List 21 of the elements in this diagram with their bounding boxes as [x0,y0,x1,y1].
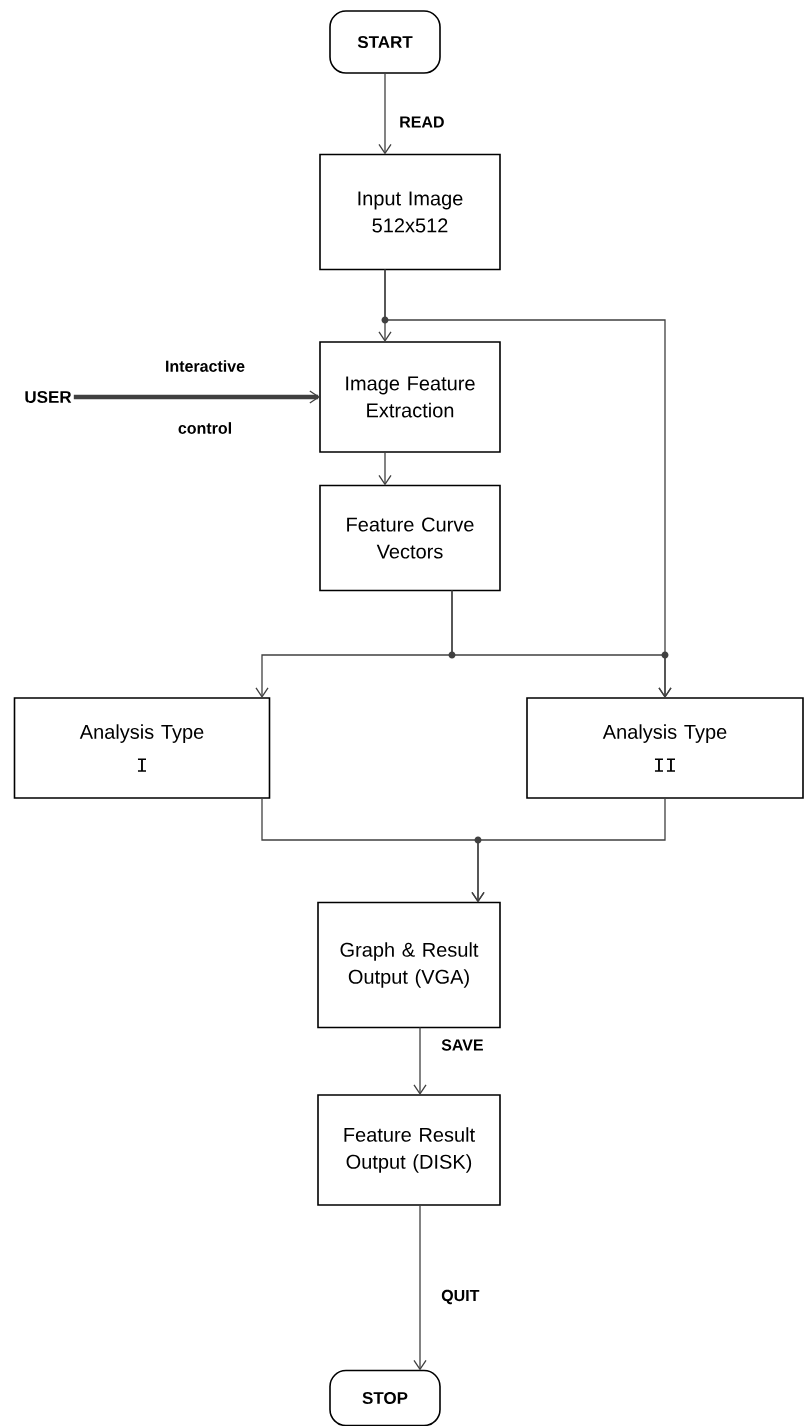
process-box: Analysis Type I [13,697,271,799]
arrow [413,1026,427,1095]
arrow [451,589,672,698]
arrow [378,451,392,486]
process-box: Feature Curve Vectors [319,484,501,592]
terminal-box: STOP [329,1369,441,1426]
edge-label: Interactive control [166,360,245,434]
process-box: Image Feature Extraction [319,341,501,453]
edge-label: SAVE [440,1038,485,1052]
arrow [378,72,392,155]
process-box: Graph & Result Output (VGA) [317,901,501,1029]
process-box: Input Image 512x512 [319,153,501,271]
edge-label: READ [398,115,446,129]
terminal-box: START [329,10,441,74]
process-box: Analysis Type II [526,697,804,799]
arrow [471,797,666,903]
arrow [73,390,320,404]
edge-label: QUIT [440,1288,481,1306]
arrow [413,1204,427,1371]
user-label: USER [25,391,72,404]
process-box: Feature Result Output (DISK) [317,1094,501,1206]
